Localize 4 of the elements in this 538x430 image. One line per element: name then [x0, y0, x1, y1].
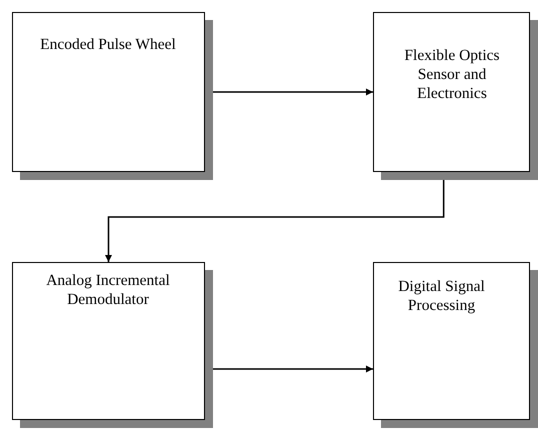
box-label: Encoded Pulse Wheel	[39, 35, 177, 54]
box-label: Digital Signal Processing	[397, 277, 486, 315]
box-label: Analog Incremental Demodulator	[45, 271, 171, 309]
box-label: Flexible Optics Sensor and Electronics	[403, 46, 501, 103]
